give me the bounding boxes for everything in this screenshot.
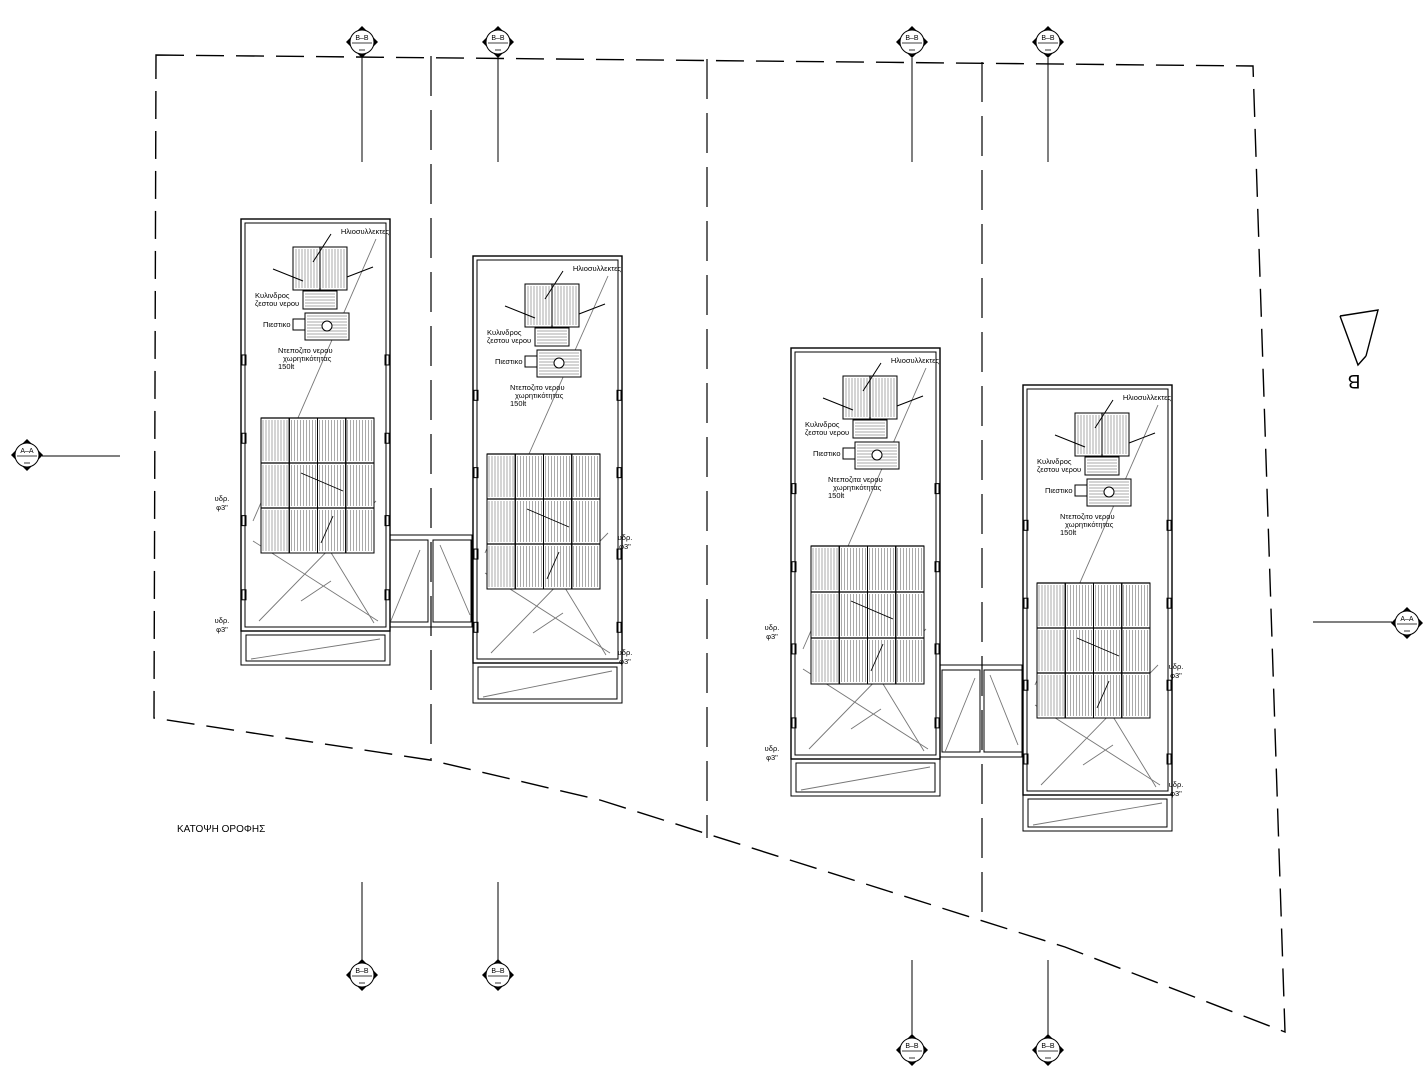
section-marker: Β–Β bbox=[482, 26, 514, 58]
tank-label: χωρητικότητας bbox=[1065, 520, 1114, 529]
drawing-title: ΚΑΤΟΨΗ ΟΡΟΦΗΣ bbox=[177, 824, 265, 835]
tank-label: 150lt bbox=[828, 491, 845, 500]
tank-label: χωρητικότητας bbox=[833, 483, 882, 492]
cylinder-label: ζεστου νερου bbox=[487, 336, 531, 345]
collectors-label: Ηλιοσυλλεκτες bbox=[891, 356, 940, 365]
drain-label: φ3" bbox=[619, 657, 631, 666]
collectors-label: Ηλιοσυλλεκτες bbox=[573, 264, 622, 273]
pump-label: Πιεστικο bbox=[263, 320, 291, 329]
pump-label: Πιεστικο bbox=[495, 357, 523, 366]
section-marker: Α–Α bbox=[11, 439, 43, 471]
connecting-corridors bbox=[389, 534, 1023, 758]
plot-boundary bbox=[153, 54, 1286, 1034]
cylinder-label: ζεστου νερου bbox=[805, 428, 849, 437]
drain-label: φ3" bbox=[619, 542, 631, 551]
tank-label: Ντεποζιτο νερου bbox=[1060, 512, 1115, 521]
section-marker: Β–Β bbox=[346, 959, 378, 991]
section-marker-label: Β–Β bbox=[491, 35, 505, 42]
drain-label: υδρ. bbox=[1169, 780, 1184, 789]
section-marker-label: Β–Β bbox=[355, 35, 369, 42]
section-marker-label: Β–Β bbox=[905, 1043, 919, 1050]
drain-label: φ3" bbox=[1170, 671, 1182, 680]
pump-label: Πιεστικο bbox=[1045, 486, 1073, 495]
section-marker: Α–Α bbox=[1391, 607, 1423, 639]
tank-label: 150lt bbox=[1060, 528, 1077, 537]
rooftop-equipment bbox=[504, 270, 606, 378]
north-arrow: B bbox=[1339, 309, 1379, 391]
section-marker-label: Α–Α bbox=[20, 448, 34, 455]
tank-label: 150lt bbox=[510, 399, 527, 408]
section-marker: Β–Β bbox=[896, 26, 928, 58]
section-marker: Β–Β bbox=[482, 959, 514, 991]
collectors-label: Ηλιοσυλλεκτες bbox=[341, 227, 390, 236]
north-arrow-label: B bbox=[1348, 370, 1361, 391]
section-marker: Β–Β bbox=[1032, 1034, 1064, 1066]
drain-label: υδρ. bbox=[765, 623, 780, 632]
cylinder-label: Κυλινδρος bbox=[805, 420, 840, 429]
section-marker-label: Β–Β bbox=[355, 968, 369, 975]
section-marker: Β–Β bbox=[346, 26, 378, 58]
section-lines bbox=[42, 55, 1392, 1042]
drain-label: φ3" bbox=[766, 632, 778, 641]
rooftop-equipment bbox=[1054, 399, 1156, 507]
drain-label: υδρ. bbox=[765, 744, 780, 753]
solar-panel-array bbox=[486, 453, 601, 590]
drain-label: υδρ. bbox=[1169, 662, 1184, 671]
section-marker-label: Β–Β bbox=[905, 35, 919, 42]
collectors-label: Ηλιοσυλλεκτες bbox=[1123, 393, 1172, 402]
cylinder-label: ζεστου νερου bbox=[1037, 465, 1081, 474]
section-marker: Β–Β bbox=[1032, 26, 1064, 58]
solar-panel-array bbox=[260, 417, 375, 554]
drain-label: υδρ. bbox=[215, 494, 230, 503]
cylinder-label: Κυλινδρος bbox=[255, 291, 290, 300]
cylinder-label: ζεστου νερου bbox=[255, 299, 299, 308]
drain-label: υδρ. bbox=[618, 533, 633, 542]
tank-label: χωρητικότητας bbox=[283, 354, 332, 363]
rooftop-equipment bbox=[822, 362, 924, 470]
cylinder-label: Κυλινδρος bbox=[1037, 457, 1072, 466]
drain-label: φ3" bbox=[1170, 789, 1182, 798]
section-marker-label: Β–Β bbox=[491, 968, 505, 975]
tank-label: Ντεποζιτα νερου bbox=[828, 475, 883, 484]
tank-label: Ντεποζιτο νερου bbox=[278, 346, 333, 355]
drain-label: υδρ. bbox=[618, 648, 633, 657]
drain-label: φ3" bbox=[216, 625, 228, 634]
pump-label: Πιεστικο bbox=[813, 449, 841, 458]
section-marker-label: Α–Α bbox=[1400, 616, 1414, 623]
section-marker: Β–Β bbox=[896, 1034, 928, 1066]
drain-label: υδρ. bbox=[215, 616, 230, 625]
rooftop-equipment bbox=[272, 233, 374, 341]
tank-label: Ντεποζιτο νερου bbox=[510, 383, 565, 392]
solar-panel-array bbox=[1036, 582, 1151, 719]
tank-label: 150lt bbox=[278, 362, 295, 371]
drain-label: φ3" bbox=[216, 503, 228, 512]
drain-label: φ3" bbox=[766, 753, 778, 762]
tank-label: χωρητικότητας bbox=[515, 391, 564, 400]
cylinder-label: Κυλινδρος bbox=[487, 328, 522, 337]
section-markers: Β–Β Β–Β Β–Β Β–Β Β–Β Β–Β Β–Β Β–Β Α–Α Α–Α bbox=[11, 26, 1423, 1066]
solar-panel-array bbox=[810, 545, 925, 685]
section-marker-label: Β–Β bbox=[1041, 1043, 1055, 1050]
section-marker-label: Β–Β bbox=[1041, 35, 1055, 42]
